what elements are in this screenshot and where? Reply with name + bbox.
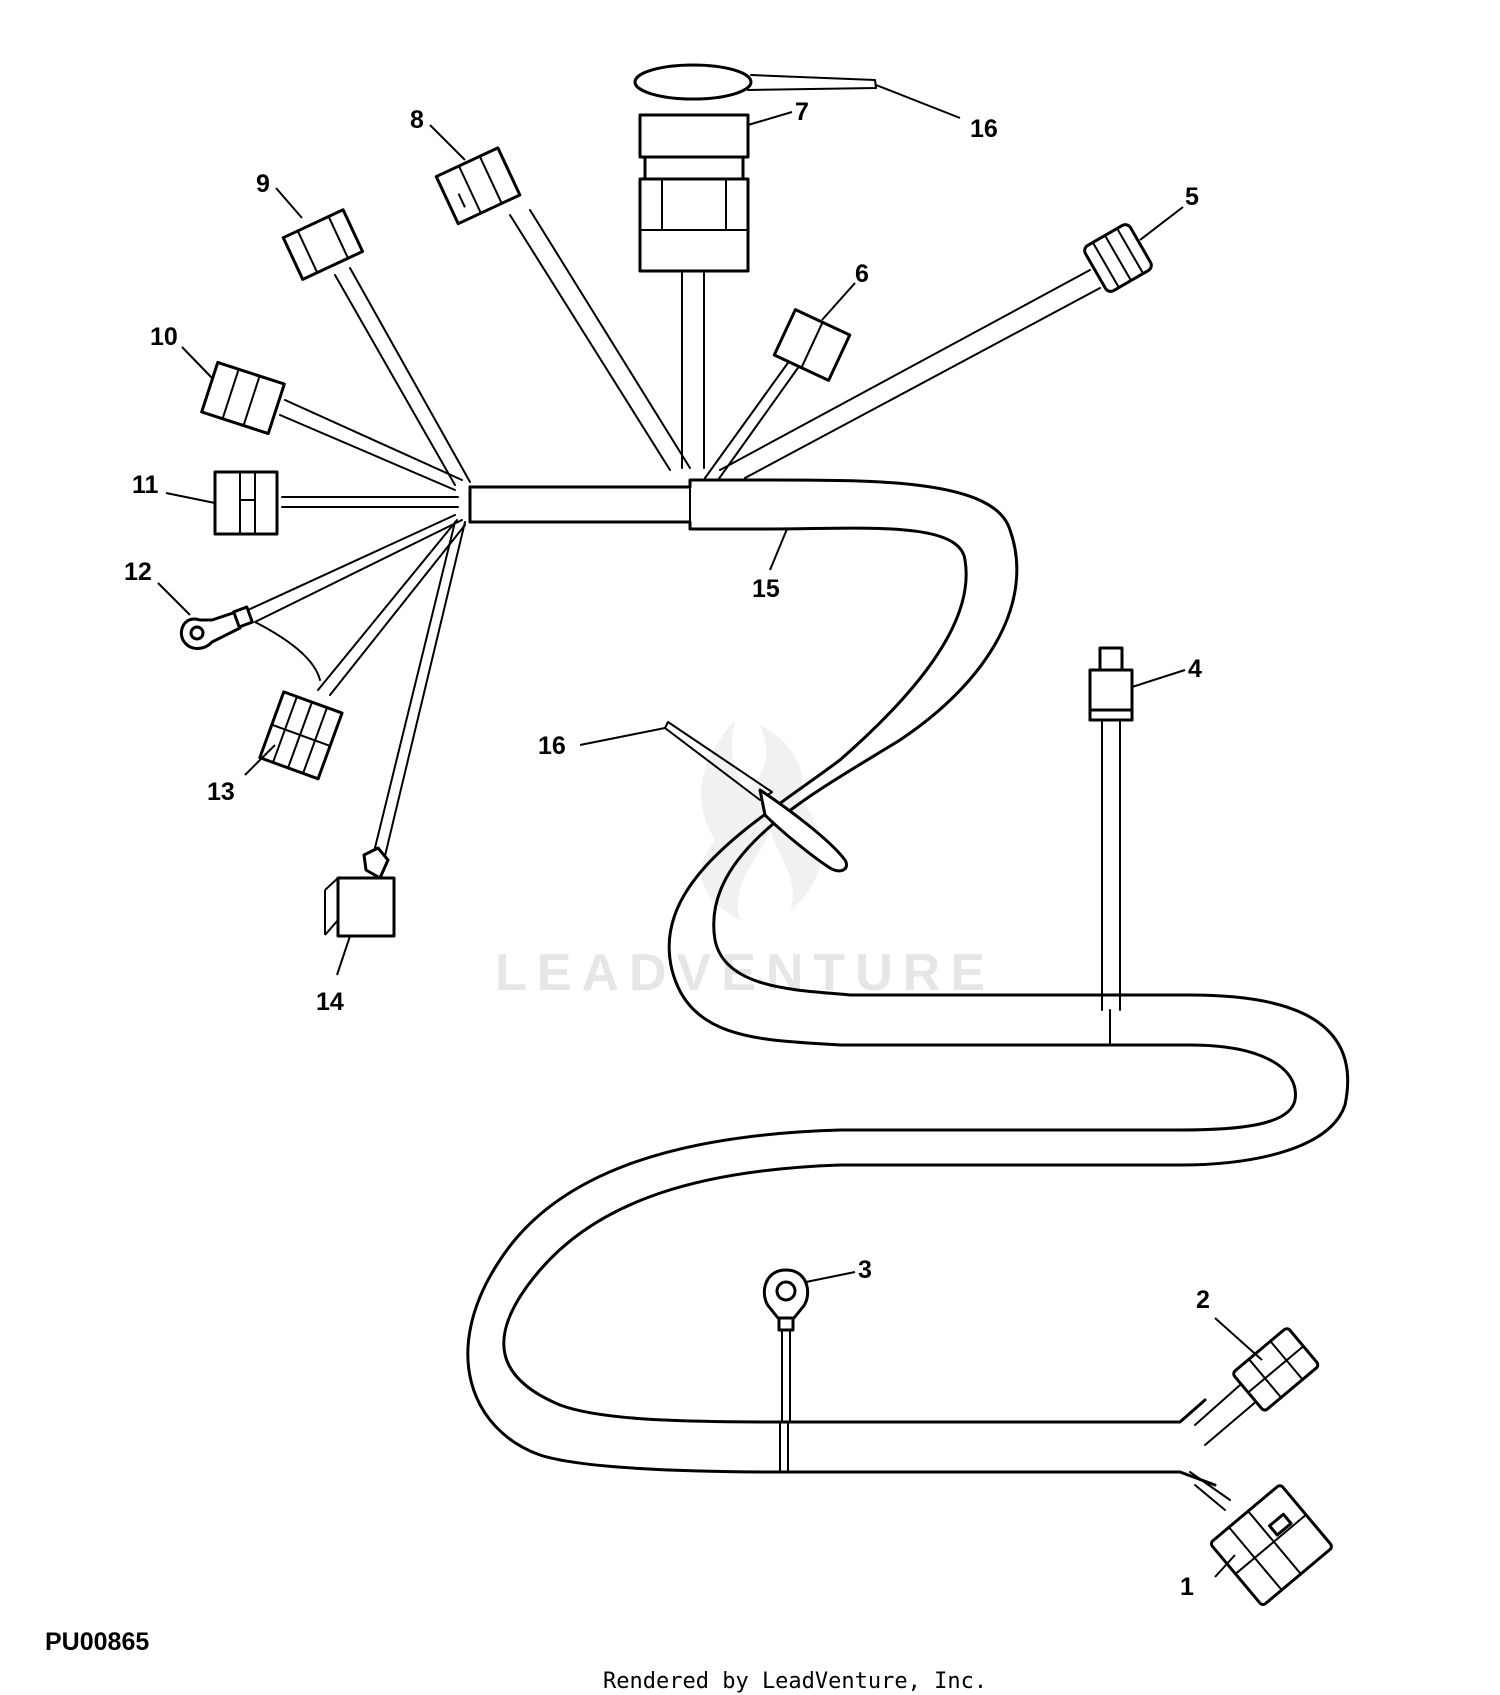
callout-5: 5 bbox=[1185, 183, 1199, 211]
branch-to-13 bbox=[317, 519, 466, 696]
leader-16a bbox=[875, 84, 961, 119]
callout-2: 2 bbox=[1196, 1286, 1210, 1314]
branch-to-6 bbox=[704, 359, 801, 481]
cable-tie-16-top bbox=[633, 63, 877, 101]
callout-1: 1 bbox=[1180, 1573, 1194, 1601]
main-harness-trunk bbox=[466, 478, 1349, 1487]
connector-6 bbox=[772, 308, 852, 382]
branch-to-10 bbox=[279, 399, 463, 491]
branch-to-9 bbox=[334, 267, 471, 486]
ring-terminal-12 bbox=[179, 605, 254, 650]
callout-16a: 16 bbox=[970, 115, 998, 143]
leader-4 bbox=[1131, 669, 1186, 688]
leader-15 bbox=[769, 528, 788, 571]
figure-id: PU00865 bbox=[45, 1628, 149, 1656]
leader-3 bbox=[805, 1271, 856, 1283]
connector-10 bbox=[200, 360, 286, 436]
branch-to-1 bbox=[1189, 1471, 1231, 1511]
callout-9: 9 bbox=[256, 170, 270, 198]
branch-to-2 bbox=[1194, 1384, 1259, 1446]
watermark: LEADVENTURE bbox=[495, 720, 995, 1002]
leader-12 bbox=[157, 582, 191, 616]
connector-8 bbox=[434, 146, 522, 226]
callout-13: 13 bbox=[207, 778, 235, 806]
callout-12: 12 bbox=[124, 558, 152, 586]
callout-3: 3 bbox=[858, 1256, 872, 1284]
trunk-top-edge bbox=[468, 478, 1349, 1424]
connector-13 bbox=[258, 690, 344, 781]
watermark-text: LEADVENTURE bbox=[495, 944, 995, 1002]
leader-2 bbox=[1214, 1317, 1263, 1361]
leader-14 bbox=[336, 935, 351, 976]
leader-8 bbox=[429, 124, 466, 161]
connector-1 bbox=[1209, 1484, 1333, 1606]
leader-1 bbox=[1214, 1554, 1236, 1578]
branch-to-12 bbox=[247, 514, 463, 681]
leader-5 bbox=[1139, 206, 1184, 241]
callout-6: 6 bbox=[855, 260, 869, 288]
callout-10: 10 bbox=[150, 323, 178, 351]
leader-7 bbox=[747, 111, 793, 126]
connector-9 bbox=[281, 208, 365, 281]
ring-terminal-3 bbox=[762, 1268, 810, 1332]
callout-8: 8 bbox=[410, 106, 424, 134]
branch-to-4 bbox=[1101, 719, 1121, 1011]
branch-to-7 bbox=[681, 264, 705, 469]
branch-to-14 bbox=[371, 521, 466, 861]
connector-14 bbox=[324, 846, 396, 938]
leader-11 bbox=[165, 492, 216, 504]
branch-wires bbox=[247, 209, 1259, 1511]
branch-to-5 bbox=[719, 269, 1101, 479]
callout-7: 7 bbox=[795, 98, 809, 126]
leader-13 bbox=[244, 744, 276, 776]
callout-14: 14 bbox=[316, 988, 344, 1016]
connector-7 bbox=[638, 113, 750, 273]
callout-15: 15 bbox=[752, 575, 780, 603]
connector-5 bbox=[1083, 223, 1153, 293]
callout-4: 4 bbox=[1188, 655, 1202, 683]
cable-tie-16-trunk bbox=[664, 721, 848, 873]
leader-10 bbox=[181, 346, 213, 379]
callout-16b: 16 bbox=[538, 732, 566, 760]
leader-16b bbox=[579, 727, 666, 746]
trunk-bottom-edge bbox=[466, 520, 1297, 1487]
connector-4 bbox=[1088, 646, 1134, 722]
branch-to-8 bbox=[509, 209, 691, 471]
leader-9 bbox=[275, 187, 303, 219]
callout-11: 11 bbox=[132, 471, 159, 499]
branch-to-11 bbox=[281, 496, 459, 508]
callout-labels: 1 2 3 4 5 6 7 8 9 10 11 12 13 14 15 16 1… bbox=[124, 98, 1210, 1601]
branch-to-3 bbox=[781, 1319, 791, 1423]
leader-lines bbox=[157, 84, 1263, 1578]
render-credit: Rendered by LeadVenture, Inc. bbox=[603, 1669, 987, 1694]
leader-6 bbox=[821, 282, 856, 321]
connector-2 bbox=[1232, 1327, 1320, 1412]
connector-11 bbox=[213, 470, 279, 536]
